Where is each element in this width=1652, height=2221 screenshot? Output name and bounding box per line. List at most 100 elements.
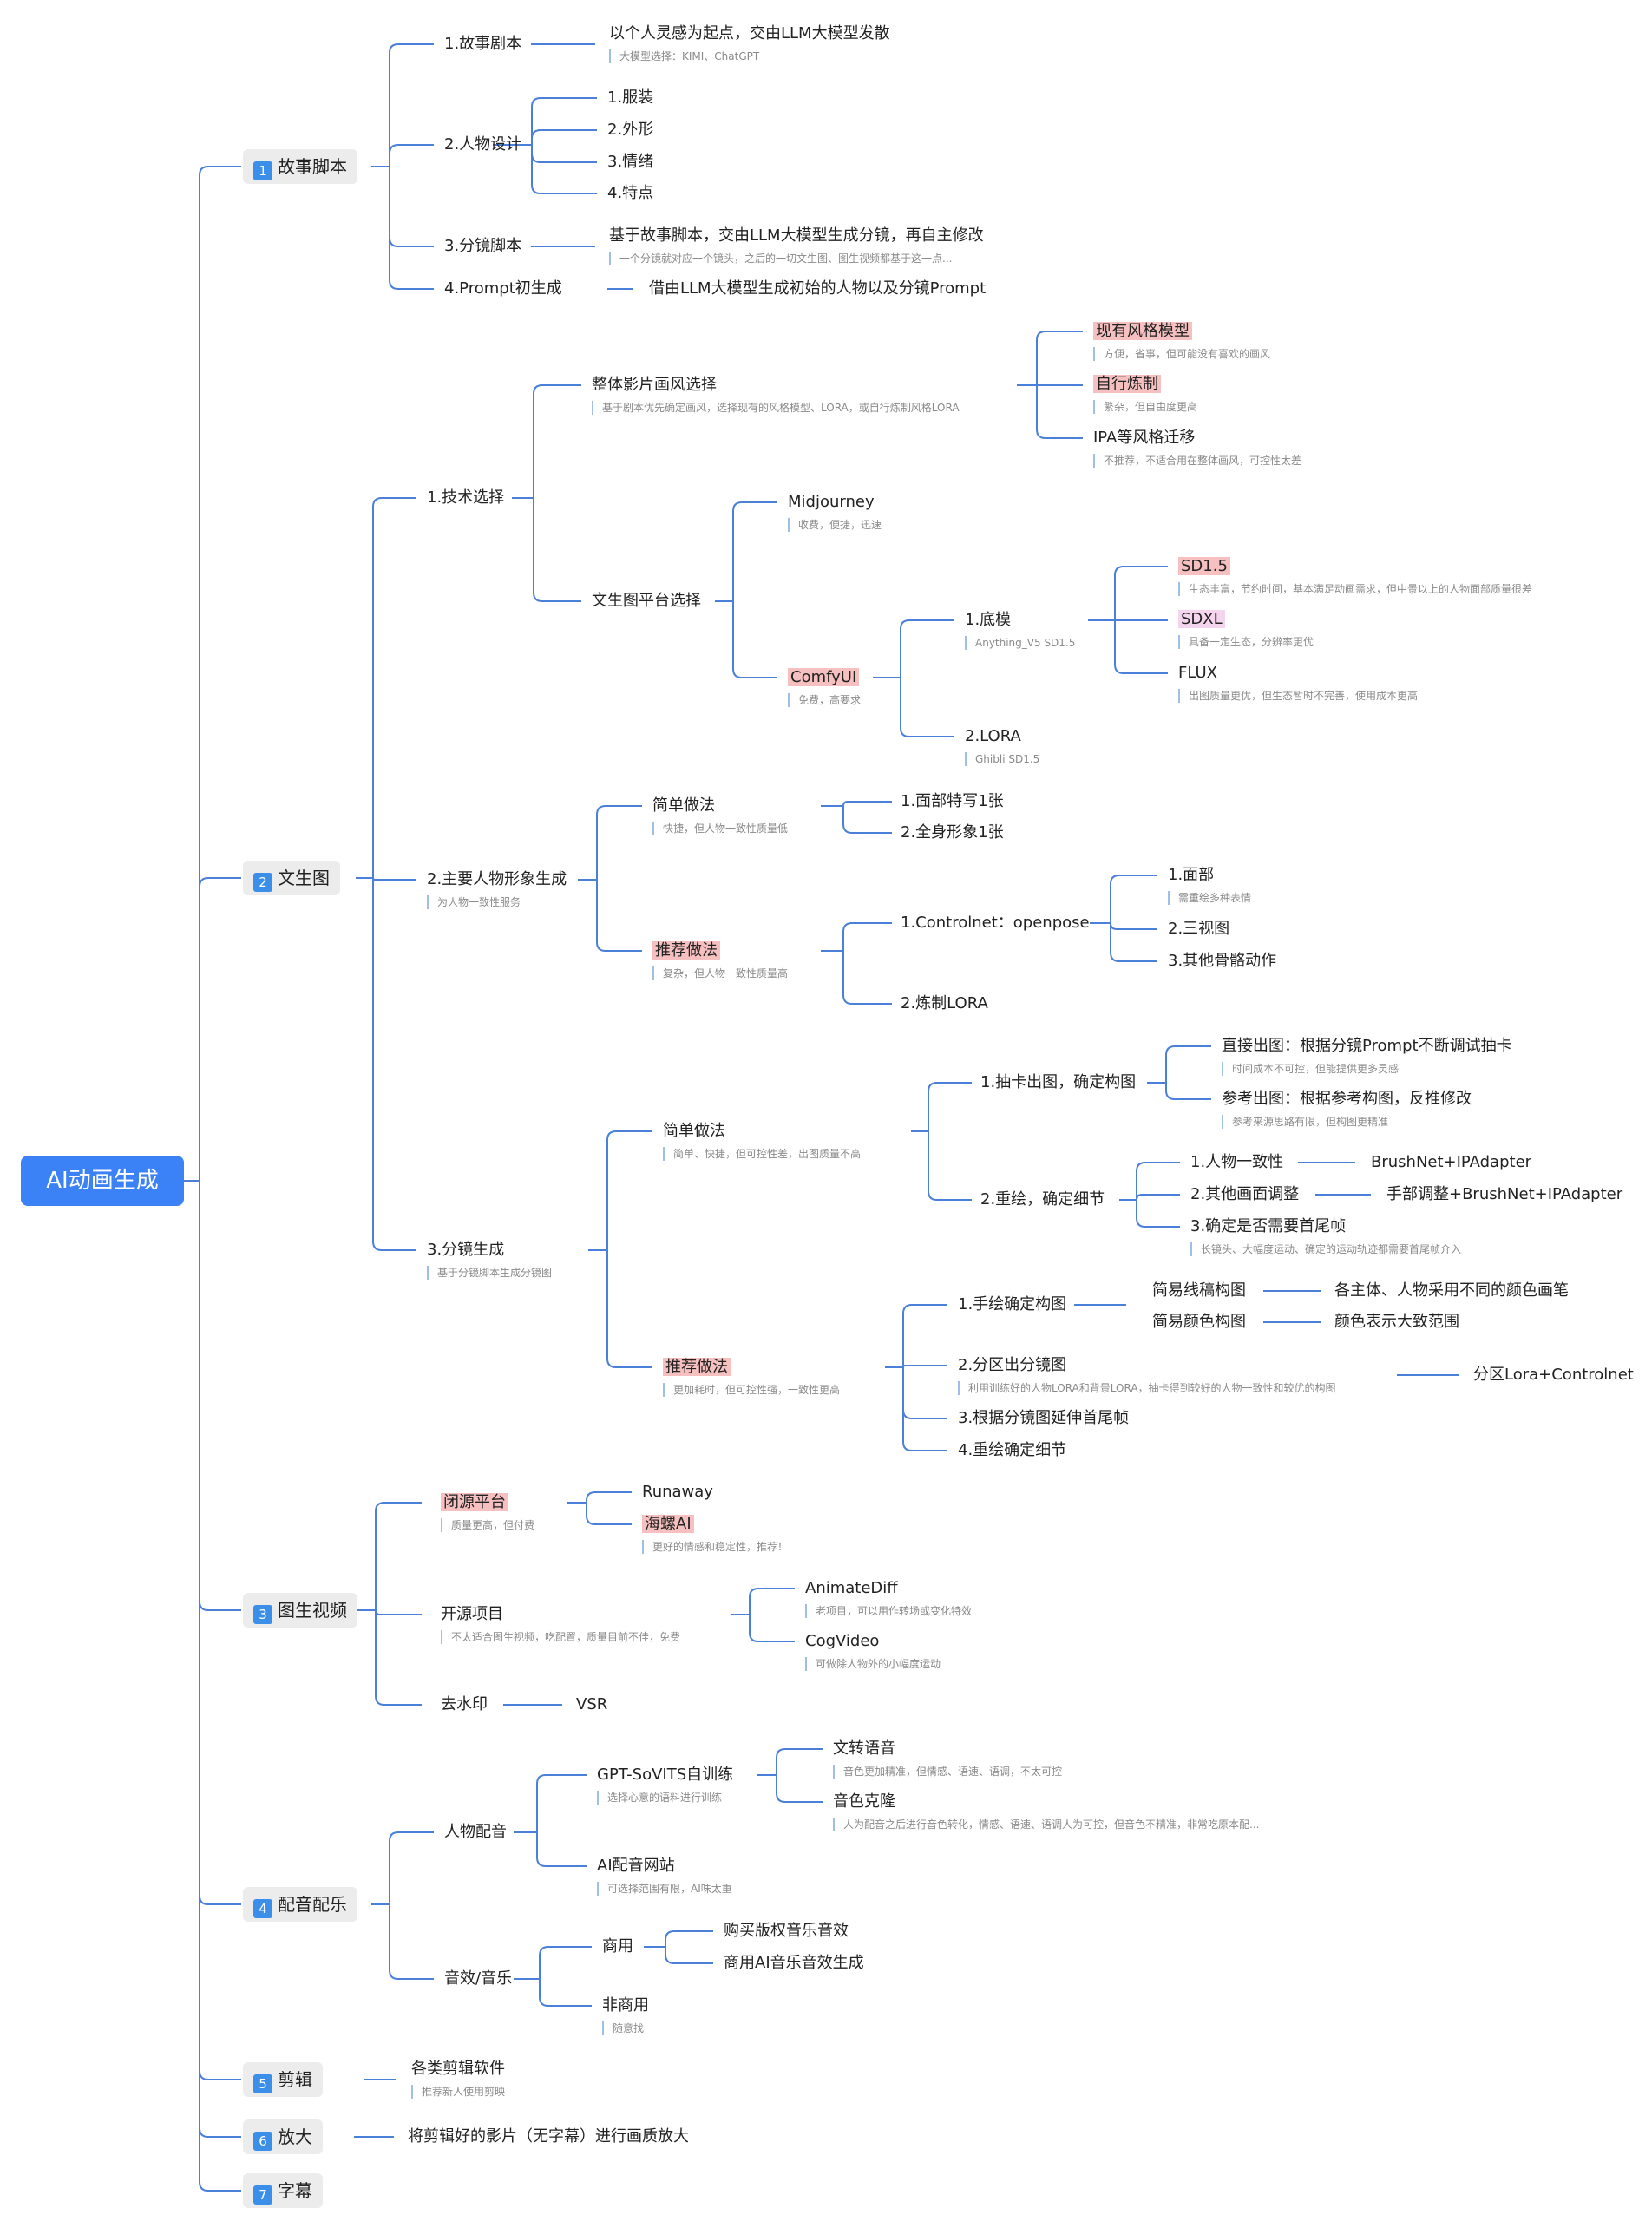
node-tech-choice[interactable]: 1.技术选择 xyxy=(427,488,505,507)
connector xyxy=(536,1832,587,1867)
connector xyxy=(776,1775,823,1803)
connector xyxy=(531,129,597,145)
node-main-character[interactable]: 2.主要人物形象生成为人物一致性服务 xyxy=(427,870,567,909)
node-note: 可做除人物外的小幅度运动 xyxy=(805,1657,941,1671)
node-note: 免费，高要求 xyxy=(788,693,861,707)
node-hand-brushnet[interactable]: 手部调整+BrushNet+IPAdapter xyxy=(1386,1185,1623,1203)
node-costume[interactable]: 1.服装 xyxy=(607,88,654,107)
node-other-poses[interactable]: 3.其他骨骼动作 xyxy=(1168,952,1277,970)
node-char-recommended[interactable]: 推荐做法复杂，但人物一致性质量高 xyxy=(652,941,788,980)
node-platform-choice[interactable]: 文生图平台选择 xyxy=(592,592,701,610)
connector xyxy=(1165,1083,1211,1100)
node-prompt-llm[interactable]: 借由LLM大模型生成初始的人物以及分镜Prompt xyxy=(649,279,987,298)
number-badge: 2 xyxy=(253,873,272,892)
node-story-inspiration[interactable]: 以个人灵感为起点，交由LLM大模型发散大模型选择：KIMI、ChatGPT xyxy=(609,24,890,63)
node-non-commercial[interactable]: 非商用随意找 xyxy=(602,1996,649,2035)
connector xyxy=(372,497,416,878)
node-char-consistency[interactable]: 1.人物一致性 xyxy=(1190,1153,1284,1171)
node-character-dubbing[interactable]: 人物配音 xyxy=(444,1823,507,1841)
node-full-body[interactable]: 2.全身形象1张 xyxy=(901,823,1004,842)
node-direct-output[interactable]: 直接出图：根据分镜Prompt不断调试抽卡时间成本不可控，但能提供更多灵感 xyxy=(1222,1037,1512,1076)
node-licensed-music[interactable]: 购买版权音乐音效 xyxy=(724,1922,849,1940)
node-controlnet-openpose[interactable]: 1.Controlnet：openpose xyxy=(901,914,1090,932)
node-face[interactable]: 1.面部需重绘多种表情 xyxy=(1168,866,1252,905)
node-ai-dubbing-site[interactable]: AI配音网站可选择范围有限，AI味太重 xyxy=(597,1857,732,1896)
node-storyboard-script[interactable]: 3.分镜脚本 xyxy=(444,237,522,255)
node-character-design[interactable]: 2.人物设计 xyxy=(444,135,522,154)
node-watermark-removal[interactable]: 去水印 xyxy=(441,1695,488,1713)
node-first-last-frame[interactable]: 3.确定是否需要首尾帧长镜头、大幅度运动、确定的运动轨迹都需要首尾帧介入 xyxy=(1190,1217,1462,1256)
node-reference-output[interactable]: 参考出图：根据参考构图，反推修改参考来源思路有限，但构图更精准 xyxy=(1222,1090,1472,1129)
node-ai-music[interactable]: 商用AI音乐音效生成 xyxy=(724,1954,864,1972)
node-char-simple[interactable]: 简单做法快捷，但人物一致性质量低 xyxy=(652,796,789,835)
node-note: 参考来源思路有限，但构图更精准 xyxy=(1222,1115,1472,1129)
node-extend-frames[interactable]: 3.根据分镜图延伸首尾帧 xyxy=(958,1409,1130,1427)
connector xyxy=(928,1131,972,1201)
node-redraw-final[interactable]: 4.重绘确定细节 xyxy=(958,1441,1067,1459)
node-appearance[interactable]: 2.外形 xyxy=(607,121,654,139)
section-label: 配音配乐 xyxy=(278,1894,347,1915)
node-traits[interactable]: 4.特点 xyxy=(607,184,654,202)
node-redraw-details[interactable]: 2.重绘，确定细节 xyxy=(980,1190,1105,1209)
connector xyxy=(199,1181,241,1905)
node-gpt-sovits[interactable]: GPT-SoVITS自训练选择心意的语料进行训练 xyxy=(597,1766,734,1805)
node-hand-drawn[interactable]: 1.手绘确定构图 xyxy=(958,1295,1067,1314)
node-commercial[interactable]: 商用 xyxy=(602,1937,633,1956)
node-brushnet-ipadapter[interactable]: BrushNet+IPAdapter xyxy=(1371,1153,1532,1171)
node-other-adjust[interactable]: 2.其他画面调整 xyxy=(1190,1185,1300,1203)
node-shot-simple[interactable]: 简单做法简单、快捷，但可控性差，出图质量不高 xyxy=(663,1122,862,1161)
node-storyboard-gen[interactable]: 3.分镜生成基于分镜脚本生成分镜图 xyxy=(427,1241,553,1280)
connector xyxy=(531,97,597,145)
node-shot-recommended[interactable]: 推荐做法更加耗时，但可控性强，一致性更高 xyxy=(663,1358,840,1397)
node-tts[interactable]: 文转语音音色更加精准，但情感、语速、语调，不太可控 xyxy=(833,1739,1063,1779)
node-runaway[interactable]: Runaway xyxy=(642,1483,713,1501)
node-face-closeup[interactable]: 1.面部特写1张 xyxy=(901,792,1004,810)
node-voice-clone[interactable]: 音色克隆人为配音之后进行音色转化，情感、语速、语调人为可控，但音色不精准，非常吃… xyxy=(833,1792,1260,1831)
node-prompt-init[interactable]: 4.Prompt初生成 xyxy=(444,279,562,298)
node-zone-lora-controlnet[interactable]: 分区Lora+Controlnet xyxy=(1473,1366,1634,1384)
connector xyxy=(665,1930,713,1947)
node-color-pens[interactable]: 各主体、人物采用不同的颜色画笔 xyxy=(1334,1281,1569,1300)
node-open-source[interactable]: 开源项目不太适合图生视频，吃配置，质量目前不佳，免费 xyxy=(441,1605,681,1644)
node-closed-platform[interactable]: 闭源平台质量更高，但付费 xyxy=(441,1493,534,1532)
root-node[interactable]: AI动画生成 xyxy=(21,1156,184,1206)
node-self-train[interactable]: 自行炼制繁杂，但自由度更高 xyxy=(1093,375,1197,414)
node-note: 更好的情感和稳定性，推荐！ xyxy=(642,1540,788,1554)
node-draw-composition[interactable]: 1.抽卡出图，确定构图 xyxy=(980,1073,1137,1091)
node-zoned-storyboard[interactable]: 2.分区出分镜图利用训练好的人物LORA和背景LORA，抽卡得到较好的人物一致性… xyxy=(958,1356,1336,1395)
node-sfx-music[interactable]: 音效/音乐 xyxy=(444,1969,513,1988)
node-three-view[interactable]: 2.三视图 xyxy=(1168,920,1230,938)
node-color-sketch[interactable]: 简易颜色构图 xyxy=(1152,1313,1246,1331)
node-storyboard-llm[interactable]: 基于故事脚本，交由LLM大模型生成分镜，再自主修改一个分镜就对应一个镜头，之后的… xyxy=(609,226,984,265)
node-note: 人为配音之后进行音色转化，情感、语速、语调人为可控，但音色不精准，非常吃原本配.… xyxy=(833,1818,1259,1831)
node-upscale-film[interactable]: 将剪辑好的影片（无字幕）进行画质放大 xyxy=(408,2127,689,2146)
node-line-sketch[interactable]: 简易线稿构图 xyxy=(1152,1281,1246,1300)
node-note: 随意找 xyxy=(602,2021,649,2035)
node-color-range[interactable]: 颜色表示大致范围 xyxy=(1334,1313,1459,1331)
node-vsr[interactable]: VSR xyxy=(576,1695,608,1713)
node-story-script[interactable]: 1.故事剧本 xyxy=(444,35,522,53)
node-style-choice[interactable]: 整体影片画风选择基于剧本优先确定画风，选择现有的风格模型、LORA，或自行炼制风… xyxy=(592,376,960,415)
node-ipa-style-transfer[interactable]: IPA等风格迁移不推荐，不适合用在整体画风，可控性太差 xyxy=(1093,429,1302,468)
node-existing-style-model[interactable]: 现有风格模型方便，省事，但可能没有喜欢的画风 xyxy=(1093,322,1270,361)
node-editing-software[interactable]: 各类剪辑软件推荐新人使用剪映 xyxy=(411,2060,506,2099)
node-train-lora[interactable]: 2.炼制LORA xyxy=(901,994,988,1012)
node-emotion[interactable]: 3.情绪 xyxy=(607,153,654,171)
